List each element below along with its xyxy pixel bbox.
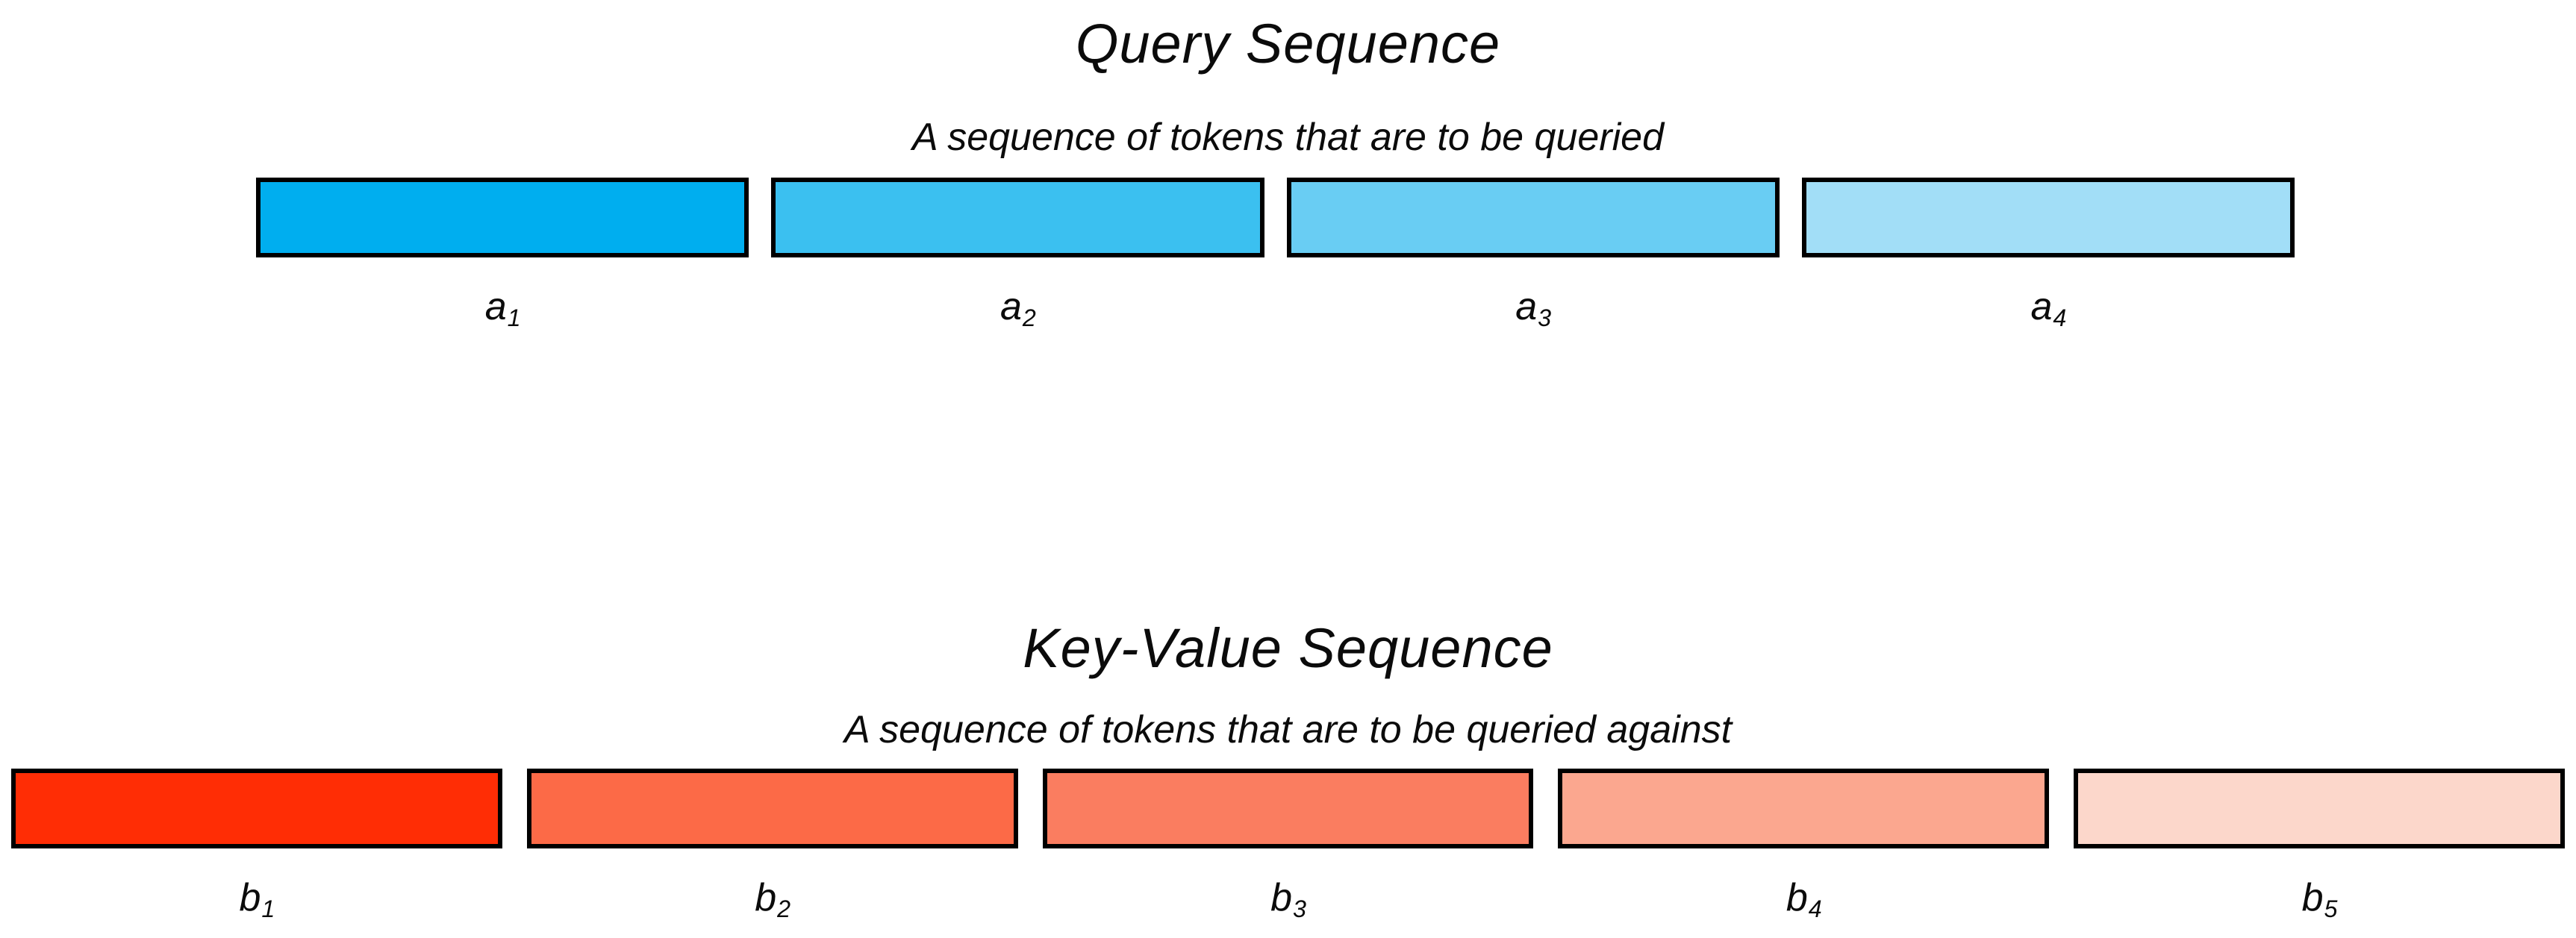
query-sequence-subtitle: A sequence of tokens that are to be quer…	[912, 116, 1664, 159]
token-box-b2	[526, 769, 1018, 848]
token-label-a3: a3	[1515, 285, 1551, 332]
query-token-a4: a4	[1801, 178, 2295, 332]
token-label-a2: a2	[999, 285, 1036, 332]
kv-token-b4: b4	[1558, 769, 2050, 923]
token-box-a2	[771, 178, 1264, 257]
query-token-a2: a2	[771, 178, 1264, 332]
token-box-a3	[1286, 178, 1780, 257]
kv-token-b1: b1	[11, 769, 502, 923]
token-label-a4: a4	[2030, 285, 2067, 332]
token-label-b3: b3	[1270, 876, 1306, 923]
token-label-b1: b1	[239, 876, 275, 923]
key-value-sequence-subtitle: A sequence of tokens that are to be quer…	[843, 708, 1733, 751]
token-label-b5: b5	[2301, 876, 2338, 923]
query-token-a1: a1	[256, 178, 749, 332]
kv-token-b3: b3	[1042, 769, 1534, 923]
token-box-b4	[1558, 769, 2050, 848]
token-box-a1	[256, 178, 749, 257]
token-box-a4	[1801, 178, 2295, 257]
token-box-b3	[1042, 769, 1534, 848]
token-box-b5	[2074, 769, 2565, 848]
token-label-a1: a1	[484, 285, 521, 332]
key-value-token-row: b1 b2 b3 b4 b5	[11, 769, 2565, 923]
token-box-b1	[11, 769, 502, 848]
kv-token-b2: b2	[526, 769, 1018, 923]
kv-token-b5: b5	[2074, 769, 2565, 923]
query-sequence-title: Query Sequence	[1075, 13, 1501, 75]
key-value-sequence-title: Key-Value Sequence	[1023, 617, 1553, 679]
token-label-b4: b4	[1786, 876, 1822, 923]
query-token-a3: a3	[1286, 178, 1780, 332]
token-label-b2: b2	[755, 876, 791, 923]
query-token-row: a1 a2 a3 a4	[256, 178, 2295, 332]
